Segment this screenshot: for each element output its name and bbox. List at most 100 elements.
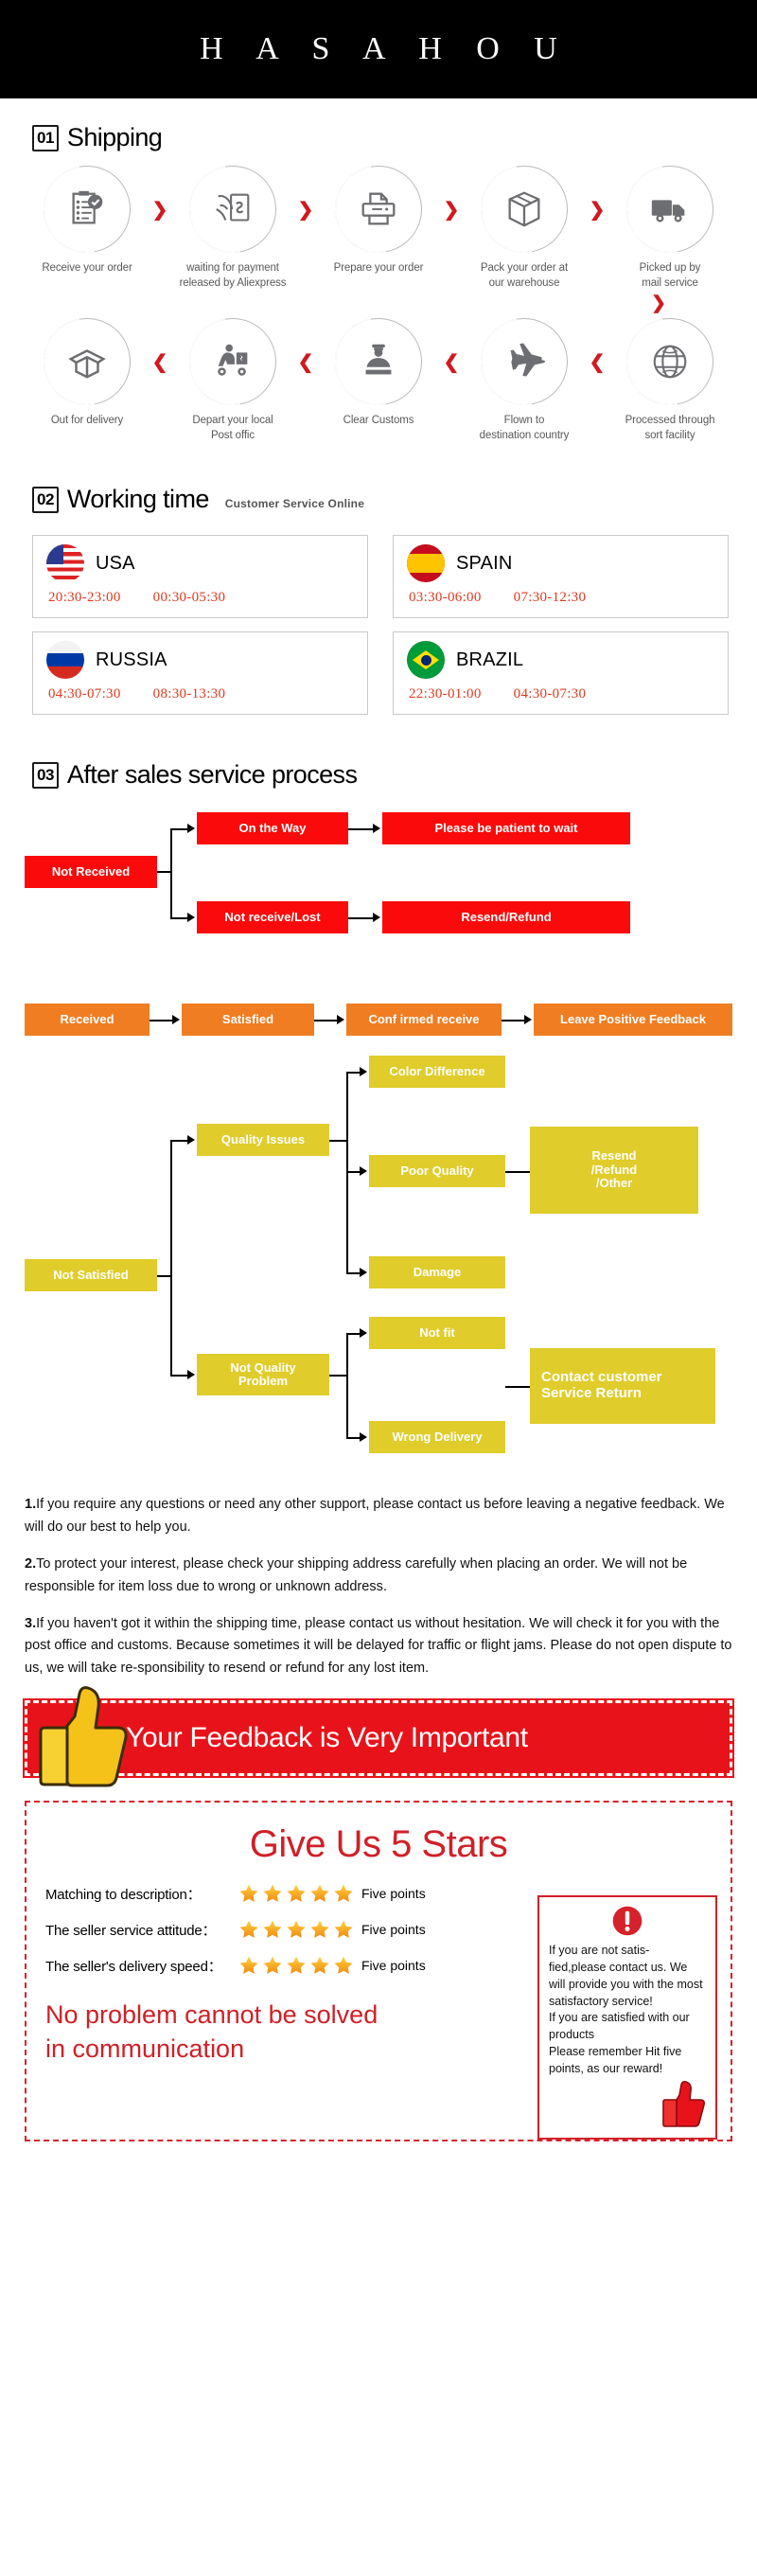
working-hours-slot: 22:30-01:00 [409, 686, 482, 702]
after-sales-flowchart: Not Received On the Way Please be patien… [0, 807, 757, 1469]
chevron-left-icon: ❮ [443, 351, 460, 373]
country-name: USA [96, 552, 135, 574]
note-item: 3.If you haven't got it within the shipp… [25, 1613, 732, 1679]
flow-arrowhead [187, 1370, 195, 1380]
open-box-icon [44, 318, 131, 406]
star-icon [310, 1921, 329, 1939]
flow-box-line: /Other [595, 1176, 633, 1191]
flow-arrowhead [172, 1015, 180, 1025]
flow-arrowhead [187, 824, 195, 834]
points-label: Five points [361, 1922, 426, 1938]
section-number: 02 [32, 486, 59, 513]
flow-connector [505, 1171, 530, 1173]
brazil-flag-icon [407, 641, 445, 680]
shipping-step: Out for delivery [26, 318, 148, 429]
flow-box-leave-positive-feedback: Leave Positive Feedback [534, 1004, 732, 1037]
flow-connector [346, 1333, 361, 1335]
star-icon [263, 1921, 282, 1939]
star-icon [334, 1885, 353, 1903]
working-hours-slot: 00:30-05:30 [152, 590, 226, 606]
delivery-truck-icon [626, 166, 713, 253]
flow-connector [346, 1333, 348, 1438]
shipping-step: Receive your order [26, 166, 148, 276]
flow-box-color-difference: Color Difference [369, 1056, 505, 1089]
flow-box-quality-issues: Quality Issues [197, 1124, 329, 1157]
flow-box-line: Not Quality [230, 1359, 296, 1375]
flow-connector [329, 1375, 348, 1377]
star-icon [310, 1885, 329, 1903]
chevron-right-icon: ❯ [151, 199, 168, 221]
rating-label: The seller's delivery speed： [45, 1958, 222, 1975]
rating-row: The seller service attitude： Five points [40, 1919, 717, 1940]
flow-box-not-satisfied: Not Satisfied [25, 1259, 157, 1292]
flow-box-line: Contact customer [541, 1369, 662, 1386]
working-hours-slot: 04:30-07:30 [48, 686, 121, 702]
section-subtitle: Customer Service Online [224, 497, 365, 511]
customs-officer-icon [335, 318, 422, 406]
star-rating [238, 1955, 354, 1976]
star-icon [334, 1921, 353, 1939]
section-number: 01 [32, 124, 59, 151]
clipboard-check-icon [44, 166, 131, 253]
working-hours-slot: 04:30-07:30 [513, 686, 587, 702]
working-hours-slot: 07:30-12:30 [513, 590, 587, 606]
spain-flag-icon [407, 544, 445, 583]
country-name: SPAIN [456, 552, 513, 574]
flow-box-line: Service Return [541, 1385, 642, 1402]
flow-connector [346, 1171, 361, 1173]
star-icon [239, 1921, 258, 1939]
section-title: Shipping [66, 123, 163, 151]
flow-arrowhead [360, 1067, 367, 1077]
note-number: 3. [25, 1616, 37, 1631]
star-icon [263, 1957, 282, 1975]
star-icon [239, 1885, 258, 1903]
printer-icon [335, 166, 422, 253]
flow-arrowhead [373, 913, 380, 923]
flow-box-please-be-patient: Please be patient to wait [382, 812, 630, 845]
hand-payment-icon [189, 166, 276, 253]
satisfaction-notice-text: If you are not satis-fied,please contact… [549, 1944, 703, 2075]
give-stars-title: Give Us 5 Stars [249, 1823, 508, 1866]
points-label: Five points [361, 1886, 426, 1902]
flow-connector [170, 828, 172, 918]
flow-arrowhead [360, 1432, 367, 1443]
flow-box-wrong-delivery: Wrong Delivery [369, 1421, 505, 1454]
flow-box-line: Resend [591, 1148, 637, 1164]
star-icon [263, 1885, 282, 1903]
flow-connector [348, 917, 375, 919]
section-heading-after-sales: 03 After sales service process [0, 715, 757, 790]
section-number: 03 [32, 761, 59, 789]
flow-arrowhead [360, 1328, 367, 1339]
shipping-step-label: Prepare your order [333, 262, 424, 274]
chevron-down-icon: ❯ [651, 293, 666, 314]
section-title: Working time [66, 485, 209, 514]
flow-box-satisfied: Satisfied [182, 1004, 314, 1037]
note-number: 2. [25, 1556, 37, 1572]
flow-box-not-quality-problem: Not Quality Problem [197, 1354, 329, 1396]
working-time-card-brazil: BRAZIL 22:30-01:00 04:30-07:30 [393, 631, 729, 716]
rating-label: Matching to description： [45, 1886, 202, 1903]
flow-box-line: Problem [238, 1374, 288, 1389]
shipping-steps: Receive your order ❯ waiting for payment… [0, 152, 757, 443]
flow-connector [346, 1437, 361, 1439]
country-name: RUSSIA [96, 648, 167, 670]
flow-box-resend-refund: Resend/Refund [382, 901, 630, 934]
flow-connector [157, 871, 172, 873]
thumbs-up-icon [662, 2081, 705, 2128]
flow-connector [170, 1140, 189, 1142]
star-icon [310, 1957, 329, 1975]
working-hours-slot: 03:30-06:00 [409, 590, 482, 606]
shipping-step-label: Clear Customs [343, 415, 414, 427]
flow-connector [170, 917, 189, 919]
flow-connector [170, 1375, 189, 1377]
flow-arrowhead [187, 1135, 195, 1146]
flow-connector [170, 1140, 172, 1376]
brand-header: H A S A H O U [0, 0, 757, 98]
